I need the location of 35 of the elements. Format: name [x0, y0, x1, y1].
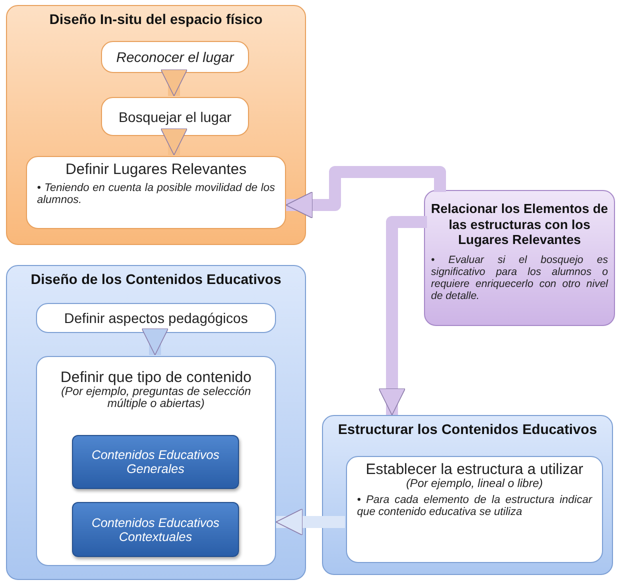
box-heading: Diseño de los Contenidos Educativos: [30, 270, 282, 287]
box-heading: Establecer la estructura a utilizar: [364, 461, 584, 478]
block-arrow: [378, 216, 427, 416]
group-panel: [424, 190, 615, 326]
box-label: Contenidos Educativos Contextuales: [90, 516, 220, 544]
block-arrow: [160, 128, 188, 156]
step-box: [36, 303, 276, 333]
group-panel: [6, 265, 306, 580]
box-label: Contenidos Educativos Generales: [90, 448, 220, 476]
group-panel: [6, 5, 306, 245]
bullet-text: • Teniendo en cuenta la posible movilidad de los alumnos.: [37, 182, 275, 206]
group-panel: [322, 415, 613, 575]
block-arrow: [141, 328, 169, 356]
block-arrow: [276, 508, 345, 536]
block-arrow: [160, 69, 188, 96]
step-box: [26, 156, 286, 229]
box-heading: Estructurar los Contenidos Educativos: [336, 420, 598, 437]
step-box: [346, 456, 603, 563]
example-note: (Por ejemplo, preguntas de selección múltiple o abiertas): [60, 386, 252, 410]
box-heading: Reconocer el lugar: [116, 49, 234, 65]
box-heading: Relacionar los Elementos de las estructuras con los Lugares Relevantes: [431, 200, 608, 248]
step-box: [101, 41, 249, 73]
box-heading: Definir Lugares Relevantes: [64, 161, 248, 178]
box-heading: Diseño In-situ del espacio físico: [48, 10, 264, 27]
box-heading: Bosquejar el lugar: [118, 108, 232, 124]
box-heading: Definir aspectos pedagógicos: [64, 310, 248, 326]
block-arrow: [286, 166, 446, 219]
box-heading: Definir que tipo de contenido: [60, 369, 252, 386]
content-box: [72, 502, 239, 557]
content-box: [72, 435, 239, 489]
bullet-text: • Evaluar si el bosquejo es significativo para los alumnos o requiere enriquecerlo con otro nivel de detalle.: [431, 254, 608, 302]
bullet-text: • Para cada elemento de la estructura indicar que contenido educativa se utiliza: [357, 494, 592, 518]
step-box: [36, 356, 276, 566]
step-box: [101, 97, 249, 136]
example-note: (Por ejemplo, lineal o libre): [405, 478, 544, 490]
